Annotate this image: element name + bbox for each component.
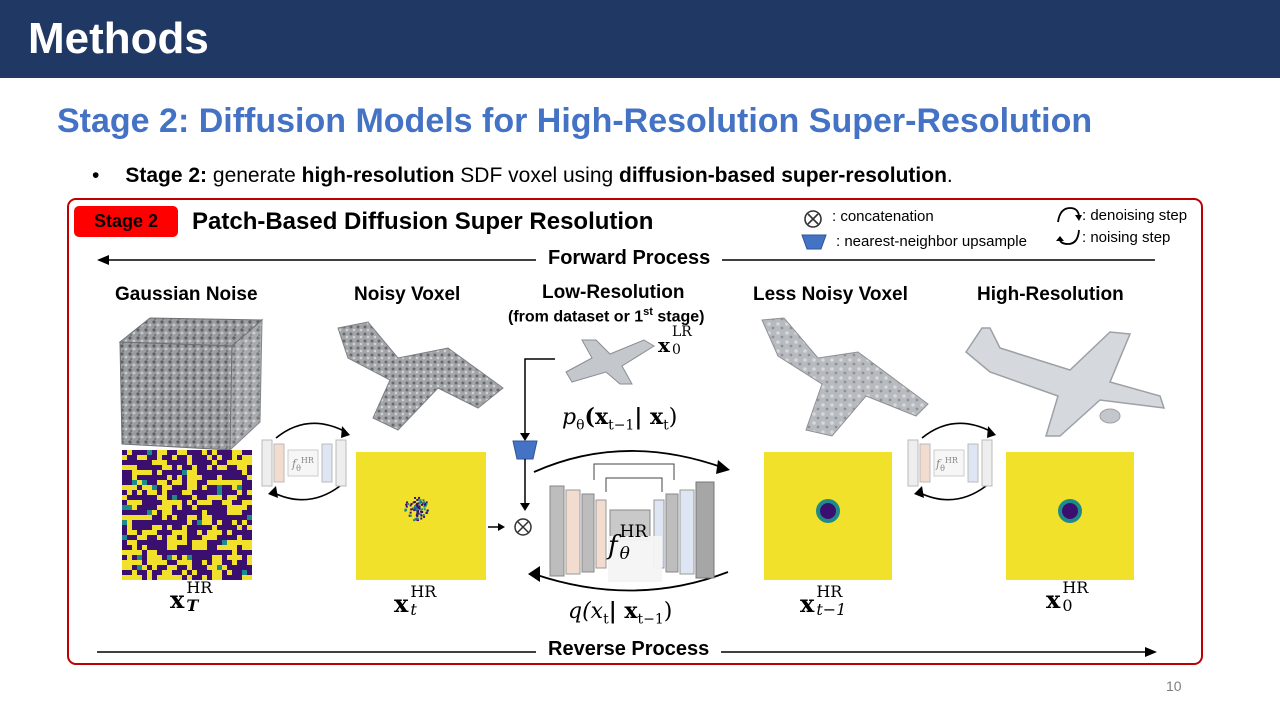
q-sub1: t: [603, 611, 609, 628]
x0-lr-base: x: [658, 333, 670, 357]
x-t1-sup: HR: [816, 582, 843, 601]
legend-concat: : concatenation: [832, 208, 934, 225]
concat-arrow: [488, 518, 532, 536]
unet-f-base: f: [608, 531, 618, 561]
small-f-label-right: fθHR: [936, 456, 958, 473]
gaussian-noise-cube: [118, 317, 264, 452]
q-equation: q(xt| xt−1): [568, 598, 672, 627]
bullet-high-res: high-resolution: [301, 164, 455, 187]
concatenation-icon: [804, 210, 822, 228]
unet-f-sup: HR: [619, 522, 648, 542]
stage-badge: Stage 2: [74, 206, 178, 237]
small-f-base-right: f: [936, 457, 941, 471]
denoising-step-icon: [1057, 207, 1082, 223]
x-t1-base: x: [800, 589, 815, 618]
x0-lr-sup: LR: [671, 324, 692, 340]
p-args-mid: | x: [634, 404, 664, 430]
x-t1-sub: t−1: [816, 600, 847, 619]
label-less-noisy-voxel: Less Noisy Voxel: [753, 284, 908, 305]
x-T-base: x: [170, 585, 185, 614]
x-t-sup: HR: [410, 582, 437, 601]
p-theta-sub: θ: [576, 417, 585, 434]
low-res-source-sup: st: [643, 306, 653, 318]
title-bar: [0, 0, 1280, 78]
upsample-icon: [801, 234, 827, 250]
low-res-flow-arrows: [512, 358, 555, 511]
bullet-text-2: SDF voxel using: [454, 164, 620, 187]
small-f-base-left: f: [292, 457, 297, 471]
x-t-base: x: [394, 589, 409, 618]
label-noisy-voxel: Noisy Voxel: [354, 284, 461, 305]
x-T-sup: HR: [186, 578, 213, 597]
small-f-sub-right: θ: [940, 463, 945, 473]
bullet-period: .: [946, 164, 953, 187]
p-args-end: ): [668, 405, 678, 430]
bullet-symbol: •: [92, 164, 100, 187]
bullet-text-1: generate: [207, 164, 302, 187]
x-0-sub: 0: [1062, 596, 1073, 615]
unet-diagram: [528, 450, 730, 592]
legend-denoise: : denoising step: [1082, 207, 1188, 224]
diagram-panel: [67, 198, 1203, 665]
label-low-res-source: (from dataset or 1st stage): [508, 306, 705, 326]
p-args: (x: [584, 404, 609, 430]
x-0-base: x: [1046, 585, 1061, 614]
noisy-voxel-airplane: [337, 321, 504, 431]
high-res-heatmap: [1006, 452, 1134, 580]
low-res-airplane: [565, 339, 655, 385]
small-network-left: [261, 422, 350, 501]
q-sub2: t−1: [637, 611, 664, 628]
p-args-sub1: t−1: [608, 417, 635, 434]
high-res-airplane: [965, 327, 1166, 437]
noising-step-icon: [1056, 229, 1080, 245]
x-t-sub: t: [410, 600, 417, 619]
reverse-process-label: Reverse Process: [536, 638, 722, 661]
small-f-sup-left: HR: [300, 456, 314, 465]
p-theta: p: [562, 405, 577, 430]
small-f-label-left: fθHR: [292, 456, 314, 473]
legend-noise: : noising step: [1082, 229, 1171, 246]
x-T-sub: T: [186, 596, 199, 615]
less-noisy-airplane: [761, 317, 929, 437]
less-noisy-heatmap: [764, 452, 892, 580]
x0-lr-sub: 0: [671, 342, 681, 358]
small-f-sub-left: θ: [296, 463, 301, 473]
q-end: ): [663, 599, 673, 624]
small-f-sup-right: HR: [944, 456, 958, 465]
q-func: q(x: [568, 599, 604, 624]
slide-title: Methods: [28, 14, 209, 63]
low-res-source-text: (from dataset or 1: [508, 308, 644, 326]
bullet-diffusion-sr: diffusion-based super-resolution: [619, 164, 947, 187]
gaussian-noise-heatmap: [122, 450, 252, 580]
page-number: 10: [1166, 678, 1182, 694]
label-low-resolution: Low-Resolution: [542, 282, 685, 303]
x-0-sup: HR: [1062, 578, 1089, 597]
panel-title: Patch-Based Diffusion Super Resolution: [192, 208, 654, 235]
small-network-right: [907, 422, 996, 501]
bullet-row: • Stage 2: generate high-resolution SDF v…: [92, 164, 953, 188]
unet-f-sub: θ: [619, 544, 630, 564]
forward-process-label: Forward Process: [536, 247, 723, 270]
slide-subtitle: Stage 2: Diffusion Models for High-Resol…: [57, 102, 1093, 140]
label-gaussian-noise: Gaussian Noise: [115, 284, 258, 305]
low-res-source-tail: stage): [652, 308, 705, 326]
noisy-voxel-heatmap: [356, 452, 486, 580]
bullet-stage-label: Stage 2:: [125, 164, 208, 187]
legend-upsample: : nearest-neighbor upsample: [836, 233, 1027, 250]
label-high-resolution: High-Resolution: [977, 284, 1124, 305]
p-theta-equation: pθ(xt−1| xt): [562, 404, 677, 433]
p-args-sub2: t: [663, 417, 669, 434]
q-mid: | x: [608, 598, 638, 624]
